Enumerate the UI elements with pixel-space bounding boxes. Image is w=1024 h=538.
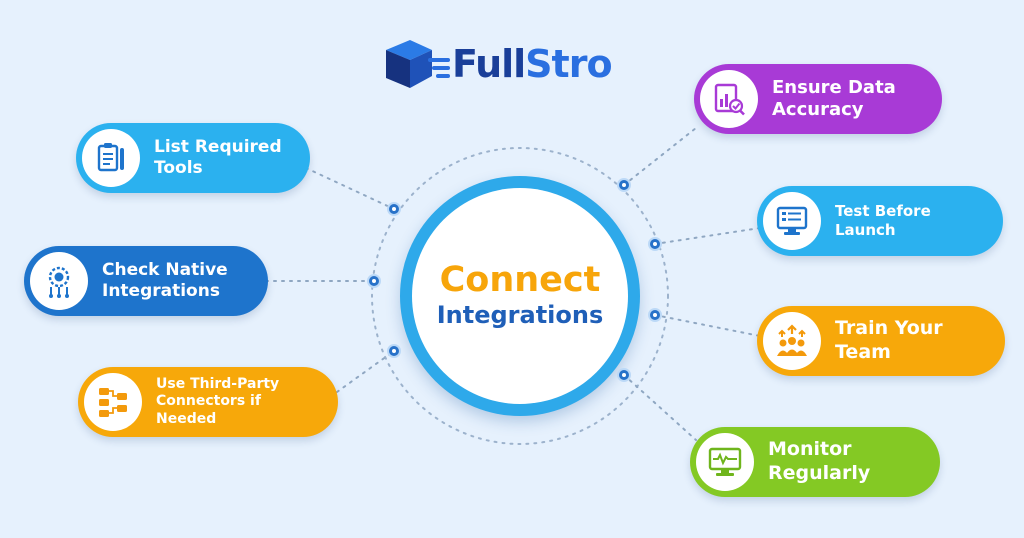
connector-line-1: [305, 167, 395, 210]
connector-line-4: [623, 127, 697, 186]
hub-title: Connect: [439, 260, 601, 301]
step-label: Monitor Regularly: [768, 427, 926, 497]
connector-node-4: [617, 178, 631, 192]
step-label-line: Monitor: [768, 438, 852, 461]
orbit-ring: [371, 147, 669, 445]
test-checklist-icon: [763, 192, 821, 250]
step-label-line: Train Your: [835, 317, 943, 340]
connector-line-3: [336, 350, 395, 393]
step-train-your-team: Train Your Team: [757, 306, 1005, 376]
step-label-line: Integrations: [102, 281, 220, 301]
gear-network-icon: [30, 252, 88, 310]
step-label: List Required Tools: [154, 123, 296, 193]
step-label: Test Before Launch: [835, 186, 989, 256]
step-monitor-regularly: Monitor Regularly: [690, 427, 940, 497]
step-label-line: Check Native: [102, 259, 228, 280]
connector-flow-icon: [84, 373, 142, 431]
step-label-line: Needed: [156, 410, 217, 427]
step-use-third-party-connectors: Use Third-Party Connectors if Needed: [78, 367, 338, 437]
step-ensure-data-accuracy: Ensure Data Accuracy: [694, 64, 942, 134]
hub-subtitle: Integrations: [436, 300, 604, 329]
step-label-line: Regularly: [768, 462, 871, 484]
step-label-line: List Required: [154, 136, 282, 157]
step-label: Use Third-Party Connectors if Needed: [156, 367, 324, 437]
step-label-line: Test Before: [835, 202, 931, 221]
logo-wordmark: FullStro: [452, 42, 613, 86]
step-label-line: Team: [835, 341, 891, 363]
step-check-native-integrations: Check Native Integrations: [24, 246, 268, 316]
cube-logo-icon: [386, 40, 450, 88]
connector-node-5: [648, 237, 662, 251]
fullstro-logo: FullStro: [380, 36, 620, 98]
step-label-line: Launch: [835, 221, 896, 239]
step-list-required-tools: List Required Tools: [76, 123, 310, 193]
connector-node-3: [387, 344, 401, 358]
clipboard-tools-icon: [82, 129, 140, 187]
step-label: Check Native Integrations: [102, 246, 254, 316]
connector-line-6: [654, 314, 761, 337]
hub-center: Connect Integrations: [412, 188, 628, 404]
step-label-line: Use Third-Party: [156, 375, 280, 392]
connector-line-7: [623, 374, 697, 441]
step-label-line: Accuracy: [772, 99, 864, 120]
connector-line-5: [654, 227, 761, 245]
connector-node-2: [367, 274, 381, 288]
monitor-screen-icon: [696, 433, 754, 491]
step-label: Train Your Team: [835, 306, 991, 376]
data-check-icon: [700, 70, 758, 128]
connector-node-6: [648, 308, 662, 322]
step-test-before-launch: Test Before Launch: [757, 186, 1003, 256]
team-training-icon: [763, 312, 821, 370]
step-label: Ensure Data Accuracy: [772, 64, 928, 134]
step-label-line: Connectors if: [156, 393, 261, 410]
step-label-line: Ensure Data: [772, 76, 896, 98]
connector-node-7: [617, 368, 631, 382]
connector-node-1: [387, 202, 401, 216]
step-label-line: Tools: [154, 158, 203, 178]
